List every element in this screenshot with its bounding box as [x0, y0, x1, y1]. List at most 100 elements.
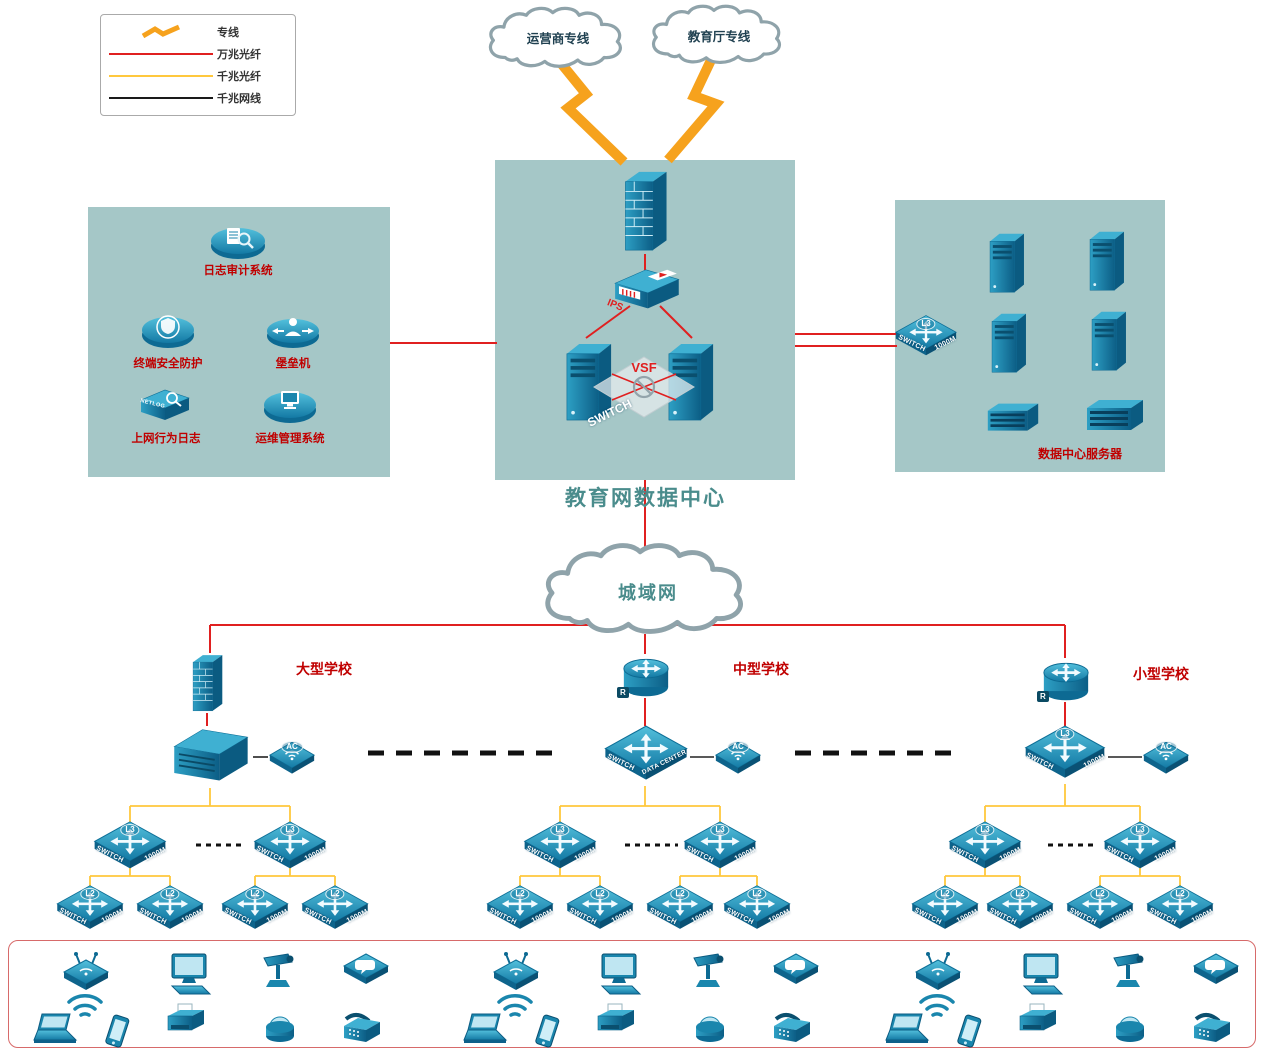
- black-line-sample: [105, 97, 217, 99]
- ac-badge: AC: [727, 741, 749, 753]
- medium-school-l3-switch-1: L3 SWITCH 1000M: [522, 820, 598, 874]
- medium-school-l2-switch-2: L2 SWITCH 1000M: [565, 884, 635, 934]
- medium-school-router: R: [617, 652, 672, 700]
- legend-label: 专线: [217, 27, 239, 39]
- ops-management-icon: [261, 384, 319, 426]
- ac-badge: AC: [1155, 741, 1177, 753]
- small-school-l2-switch-1: L2 SWITCH 1000M: [910, 884, 980, 934]
- ac-badge: AC: [281, 741, 303, 753]
- man-cloud-label: 城域网: [618, 583, 678, 604]
- large-school-l3-switch-1: L3 SWITCH 1000M: [92, 820, 168, 874]
- legend-label: 万兆光纤: [217, 49, 261, 61]
- man-cloud: 城域网: [534, 542, 762, 640]
- large-school-l2-switch-3: L2 SWITCH 1000M: [220, 884, 290, 934]
- smartphone-icon: [954, 1012, 984, 1052]
- small-school-label: 小型学校: [1133, 666, 1189, 682]
- carrier-cloud: 运营商专线: [480, 6, 636, 72]
- desktop-computer-icon: [1014, 952, 1068, 998]
- legend-item-1g-fiber: 千兆光纤: [105, 65, 291, 87]
- medium-school-l2-switch-3: L2 SWITCH 1000M: [645, 884, 715, 934]
- netlog-device-icon: NETLOG: [131, 386, 193, 426]
- lightning-bolt-education: [664, 55, 725, 164]
- voice-terminal-icon: [342, 952, 390, 986]
- dc-server-4: [1088, 308, 1130, 374]
- switch-tier-badge: L3: [916, 318, 936, 330]
- dc-access-switch: L3 SWITCH 1000M: [894, 314, 958, 360]
- cctv-camera-icon: [1108, 950, 1154, 996]
- legend-label: 千兆光纤: [217, 71, 261, 83]
- dome-camera-icon: [262, 1008, 298, 1046]
- desktop-computer-icon: [162, 952, 216, 998]
- dc-rack-2: [1082, 396, 1148, 436]
- desktop-computer-icon: [592, 952, 646, 998]
- large-school-l2-switch-4: L2 SWITCH 1000M: [300, 884, 370, 934]
- large-school-l2-switch-1: L2 SWITCH 1000M: [55, 884, 125, 934]
- legend-label: 千兆网线: [217, 93, 261, 105]
- yellow-line-sample: [105, 75, 217, 77]
- dome-camera-icon: [692, 1008, 728, 1046]
- printer-icon: [162, 1002, 210, 1038]
- dc-rack-1: [984, 400, 1042, 436]
- small-school-l2-switch-2: L2 SWITCH 1000M: [985, 884, 1055, 934]
- small-school-l3-switch-2: L3 SWITCH 1000M: [1102, 820, 1178, 874]
- bastion-host-label: 堡垒机: [275, 358, 311, 370]
- legend-item-dedicated-line: 专线: [105, 21, 291, 43]
- vsf-label: VSF: [631, 360, 657, 375]
- lightning-bolt-carrier: [556, 58, 628, 166]
- medium-school-l2-switch-4: L2 SWITCH 1000M: [722, 884, 792, 934]
- fax-phone-icon: [1188, 1010, 1236, 1048]
- large-school-ac: AC: [268, 737, 316, 777]
- fax-phone-icon: [338, 1010, 386, 1048]
- carrier-cloud-label: 运营商专线: [526, 32, 590, 47]
- core-firewall: [617, 166, 673, 256]
- legend-item-1g-cable: 千兆网线: [105, 87, 291, 109]
- laptop-icon: [32, 1012, 82, 1046]
- yellow-1g-fiber-links: [89, 784, 1181, 886]
- small-school-l3-switch-1: L3 SWITCH 1000M: [947, 820, 1023, 874]
- ops-management-label: 运维管理系统: [255, 433, 325, 445]
- lightning-sample-icon: [105, 24, 217, 40]
- wireless-ap-icon: [492, 950, 540, 992]
- education-cloud: 教育厅专线: [640, 4, 798, 68]
- small-school-l2-switch-3: L2 SWITCH 1000M: [1065, 884, 1135, 934]
- smartphone-icon: [102, 1012, 132, 1052]
- small-school-router: R: [1037, 656, 1092, 704]
- terminal-security-icon: [139, 310, 197, 352]
- log-audit-label: 日志审计系统: [203, 265, 273, 277]
- legend-item-10g-fiber: 万兆光纤: [105, 43, 291, 65]
- medium-school-label: 中型学校: [733, 661, 789, 677]
- router-badge: R: [617, 687, 629, 698]
- voice-terminal-icon: [1192, 952, 1240, 986]
- medium-school-l3-switch-2: L3 SWITCH 1000M: [682, 820, 758, 874]
- wireless-ap-icon: [914, 950, 962, 992]
- voice-terminal-icon: [772, 952, 820, 986]
- small-school-core-switch: L3 SWITCH 1000M: [1022, 724, 1108, 784]
- net-behavior-log-label: 上网行为日志: [131, 433, 201, 445]
- medium-school-core-switch: SWITCH DATA CENTER: [602, 724, 690, 786]
- small-school-ac: AC: [1142, 737, 1190, 777]
- printer-icon: [592, 1002, 640, 1038]
- dc-server-2: [1086, 228, 1128, 294]
- dc-server-1: [986, 230, 1028, 296]
- dc-server-3: [988, 310, 1030, 376]
- cctv-camera-icon: [258, 950, 304, 996]
- bastion-host-icon: [264, 312, 322, 352]
- large-school-l2-switch-2: L2 SWITCH 1000M: [135, 884, 205, 934]
- medium-school-ac: AC: [714, 737, 762, 777]
- fax-phone-icon: [768, 1010, 816, 1048]
- education-cloud-label: 教育厅专线: [687, 29, 751, 44]
- legend: 专线 万兆光纤 千兆光纤 千兆网线: [100, 14, 296, 116]
- lightning-bolt-links: [556, 55, 725, 166]
- medium-school-l2-switch-1: L2 SWITCH 1000M: [485, 884, 555, 934]
- server-panel-caption: 数据中心服务器: [1037, 447, 1122, 461]
- dome-camera-icon: [1112, 1008, 1148, 1046]
- red-line-sample: [105, 53, 217, 55]
- ips-device: IPS: [603, 264, 687, 318]
- datacenter-title: 教育网数据中心: [565, 487, 726, 510]
- smartphone-icon: [532, 1012, 562, 1052]
- large-school-label: 大型学校: [296, 661, 352, 677]
- large-school-l3-switch-2: L3 SWITCH 1000M: [252, 820, 328, 874]
- laptop-icon: [462, 1012, 512, 1046]
